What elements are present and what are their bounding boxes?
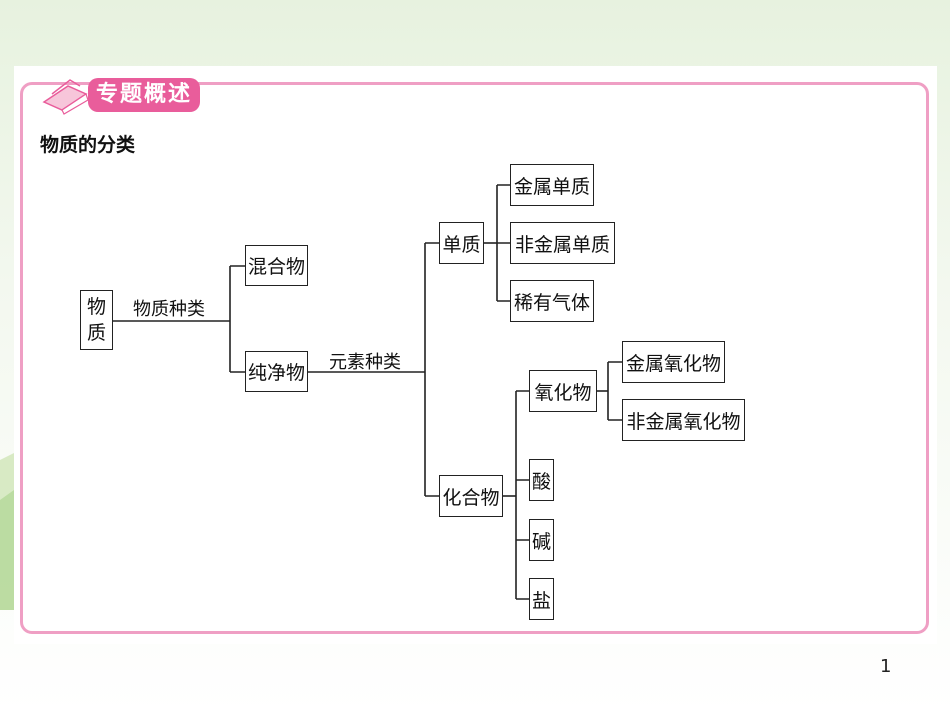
node-substance-top: 物 bbox=[86, 296, 106, 318]
node-compound: 化合物 bbox=[439, 475, 503, 517]
label-by-substance: 物质种类 bbox=[133, 299, 205, 320]
connector-compound-branch bbox=[515, 390, 529, 600]
diagram-subtitle: 物质的分类 bbox=[40, 134, 136, 156]
content-panel bbox=[14, 66, 937, 644]
connector-pure-branch bbox=[424, 242, 439, 497]
node-nonmetal-oxide: 非金属氧化物 bbox=[622, 399, 745, 441]
section-title: 专题概述 bbox=[88, 78, 201, 112]
node-element-substance: 单质 bbox=[439, 222, 484, 264]
connector-oxide-branch bbox=[607, 361, 622, 421]
node-acid: 酸 bbox=[529, 459, 554, 501]
connector-root-branch bbox=[229, 265, 245, 373]
node-metal-element: 金属单质 bbox=[510, 164, 594, 206]
node-base: 碱 bbox=[529, 519, 554, 561]
node-oxide: 氧化物 bbox=[529, 370, 597, 412]
node-salt: 盐 bbox=[529, 578, 554, 620]
node-noble-gas: 稀有气体 bbox=[510, 280, 594, 322]
node-substance-bottom: 质 bbox=[86, 322, 106, 344]
node-mixture: 混合物 bbox=[245, 245, 308, 286]
node-metal-oxide: 金属氧化物 bbox=[622, 341, 725, 383]
label-by-element: 元素种类 bbox=[329, 352, 401, 373]
page-number: 1 bbox=[880, 656, 892, 677]
connector-element-sub-branch bbox=[496, 184, 510, 302]
pink-frame bbox=[20, 82, 929, 634]
node-pure: 纯净物 bbox=[245, 351, 308, 392]
node-substance: 物 质 bbox=[80, 290, 113, 350]
node-nonmetal-element: 非金属单质 bbox=[510, 222, 615, 264]
